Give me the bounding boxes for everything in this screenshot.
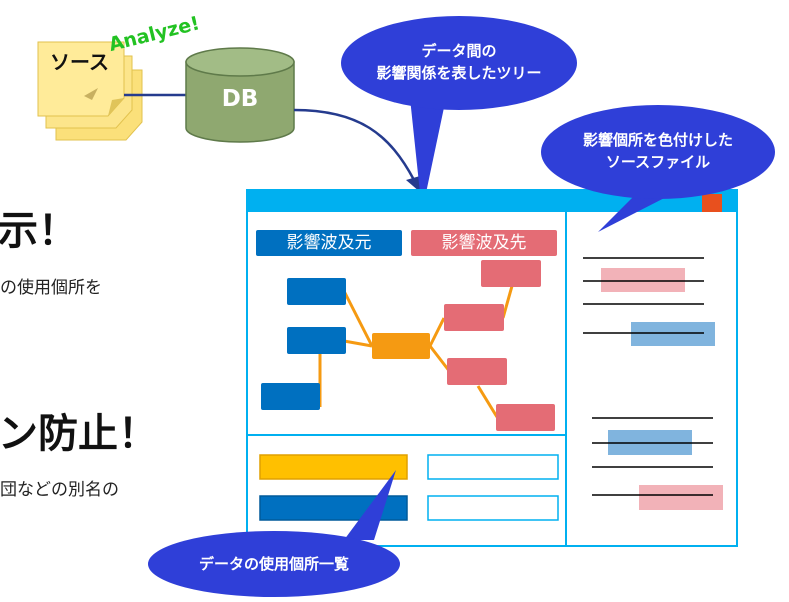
destination-node — [481, 260, 541, 287]
source-file-pane — [583, 257, 723, 510]
bubble-tree-text: データ間の 影響関係を表したツリー — [345, 40, 573, 84]
arrow-head-icon — [406, 176, 420, 192]
tag-impact-origin: 影響波及元 — [256, 230, 402, 256]
body-text-alias: 団などの別名の — [0, 480, 119, 500]
heading-prevention: ン防止！ — [0, 411, 158, 457]
list-item — [259, 454, 408, 480]
bubble-source-file-text: 影響個所を色付けした ソースファイル — [545, 129, 771, 173]
db-label: DB — [221, 86, 259, 112]
tree-nodes — [261, 260, 555, 431]
heading-display: 示！ — [0, 208, 78, 254]
bubble-source-file-line2: ソースファイル — [605, 153, 711, 171]
center-node — [372, 333, 430, 359]
db-cylinder-icon — [185, 47, 295, 143]
source-label: ソース — [50, 50, 109, 74]
bubble-tree-line2: 影響関係を表したツリー — [376, 64, 542, 82]
db-window-arrow — [293, 108, 416, 181]
bubble-tree — [341, 16, 577, 212]
list-item — [427, 495, 559, 521]
list-item — [427, 454, 559, 480]
source-notes-icon — [37, 41, 143, 141]
destination-node — [447, 358, 507, 385]
body-text-usage: の使用個所を — [0, 278, 102, 298]
bubble-tree-line1: データ間の — [421, 42, 497, 60]
origin-node — [287, 278, 346, 305]
tag-impact-destination: 影響波及先 — [411, 230, 557, 256]
bubble-source-file-line1: 影響個所を色付けした — [582, 131, 733, 149]
destination-node — [444, 304, 504, 331]
bubble-usage-list-text: データの使用個所一覧 — [198, 555, 349, 573]
destination-node — [496, 404, 555, 431]
origin-node — [287, 327, 346, 354]
bubble-source-file — [541, 105, 775, 232]
origin-node — [261, 383, 320, 410]
bubble-usage-list — [148, 470, 400, 597]
